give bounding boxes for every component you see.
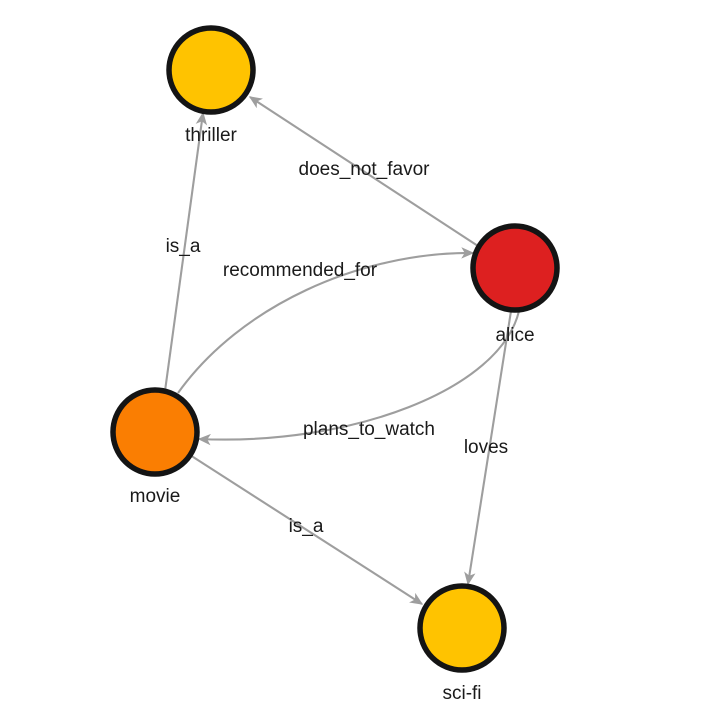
- edge-label-is-a-movie-scifi: is_a: [289, 516, 324, 537]
- edge-alice-thriller[interactable]: [248, 96, 479, 247]
- nodes-layer: [110, 25, 560, 673]
- node-alice[interactable]: [470, 223, 560, 313]
- edge-label-does-not-favor: does_not_favor: [299, 159, 431, 180]
- node-label-thriller: thriller: [185, 125, 237, 146]
- node-label-alice: alice: [495, 325, 534, 346]
- node-movie[interactable]: [110, 387, 200, 477]
- edge-label-plans-to-watch: plans_to_watch: [303, 419, 435, 440]
- edge-label-recommended-for: recommended_for: [223, 260, 378, 281]
- node-thriller[interactable]: [166, 25, 256, 115]
- edge-movie-thriller[interactable]: [163, 111, 208, 392]
- edges-layer: [163, 96, 521, 605]
- edge-label-is-a-movie-thriller: is_a: [166, 236, 201, 257]
- node-scifi[interactable]: [417, 583, 507, 673]
- edge-alice-scifi[interactable]: [464, 310, 513, 586]
- node-label-movie: movie: [130, 486, 181, 507]
- edge-labels-layer: does_not_favor is_a recommended_for plan…: [166, 159, 509, 537]
- node-labels-layer: thriller alice movie sci-fi: [130, 125, 535, 704]
- edge-movie-scifi[interactable]: [189, 454, 424, 605]
- edge-movie-alice[interactable]: [177, 247, 475, 394]
- edge-label-loves: loves: [464, 437, 508, 458]
- node-label-scifi: sci-fi: [442, 683, 481, 704]
- edge-alice-movie[interactable]: [197, 310, 521, 446]
